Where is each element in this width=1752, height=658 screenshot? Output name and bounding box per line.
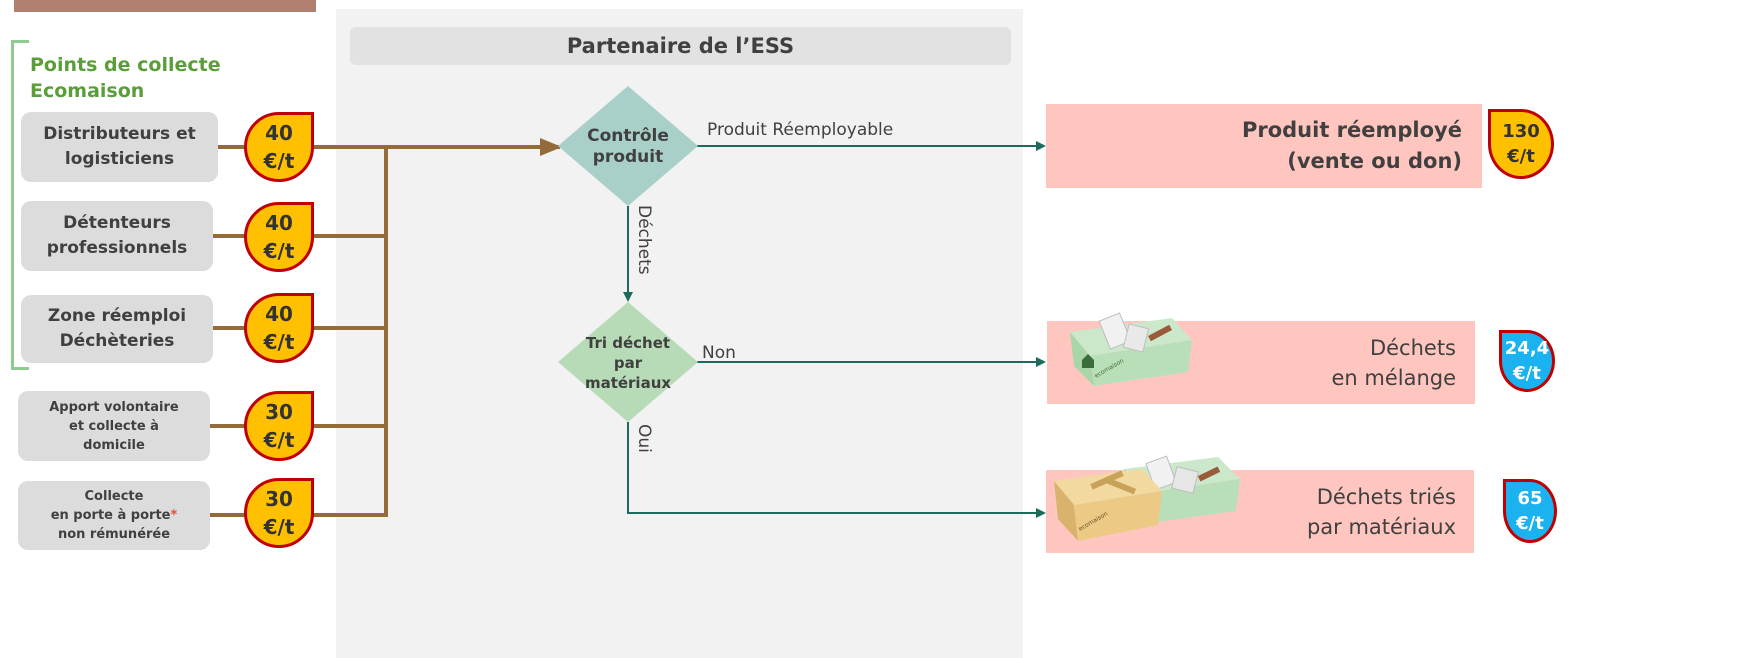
brown-arrowhead: [540, 138, 562, 156]
outcome-reused-text: Produit réemployé (vente ou don): [1241, 118, 1462, 173]
arrow-yes: [627, 422, 1046, 518]
price-badge-professionals: 40€/t: [244, 202, 314, 272]
price-badge-recycling-zone: 40€/t: [244, 293, 314, 363]
label-yes: Oui: [634, 424, 654, 453]
outcome-reused: [1046, 104, 1482, 188]
sorted-waste-containers-icon: ecomaison: [1054, 455, 1240, 541]
ess-partner-panel: [336, 9, 1023, 658]
footnote-star: *: [170, 508, 178, 523]
control-diamond: [558, 86, 698, 206]
outcome-mixed-waste-text: Déchets en mélange: [1331, 336, 1456, 390]
outcome-sorted-waste-text: Déchets triés par matériaux: [1306, 485, 1456, 539]
price-badge-door-to-door: 30€/t: [244, 478, 314, 548]
label-reusable: Produit Réemployable: [707, 120, 894, 140]
ess-partner-header: Partenaire de l’ESS: [350, 27, 1011, 65]
price-badge-sorted-waste: 65€/t: [1503, 479, 1557, 543]
mixed-waste-container-icon: ecomaison: [1070, 312, 1192, 386]
label-no: Non: [702, 343, 736, 363]
collection-group-title: Points de collecte Ecomaison: [30, 54, 221, 102]
top-color-bar: [14, 0, 316, 12]
price-badge-mixed-waste: 24,4€/t: [1499, 330, 1555, 392]
sort-diamond: [558, 302, 698, 422]
price-badge-voluntary: 30€/t: [244, 391, 314, 461]
collection-bracket: [11, 40, 29, 370]
label-waste: Déchets: [634, 205, 654, 275]
price-badge-distributors: 40€/t: [244, 112, 314, 182]
price-badge-reused: 130€/t: [1488, 109, 1554, 179]
